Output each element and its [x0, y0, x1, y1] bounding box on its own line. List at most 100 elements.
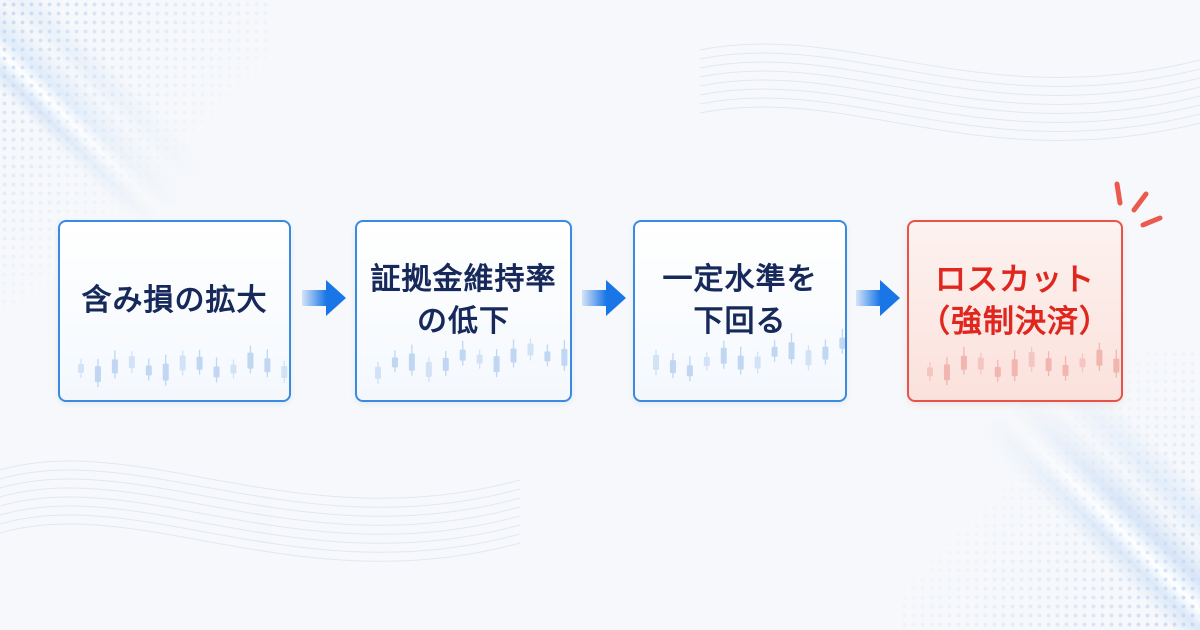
- candlestick-body: [686, 365, 693, 377]
- wave-line: [699, 61, 1200, 96]
- candlestick-body: [960, 355, 967, 370]
- candlestick: [1011, 350, 1018, 382]
- candlestick: [264, 349, 271, 378]
- candlestick-body: [788, 342, 795, 360]
- candlestick-body: [927, 367, 933, 377]
- candlestick-body: [128, 356, 135, 369]
- candlestick: [281, 360, 288, 383]
- candlestick: [247, 345, 254, 374]
- candlestick-background: [375, 338, 568, 384]
- candlestick: [927, 362, 933, 382]
- candlestick: [669, 353, 676, 379]
- candlestick-body: [1045, 358, 1052, 372]
- wave-line: [699, 88, 1200, 123]
- wave-line: [699, 52, 1200, 87]
- candlestick-body: [771, 346, 778, 357]
- wave-line: [699, 97, 1200, 132]
- candlestick: [994, 359, 1001, 382]
- candlestick-body: [839, 337, 845, 349]
- candlestick: [213, 357, 220, 383]
- candlestick-body: [196, 356, 203, 370]
- candlestick-body: [544, 351, 551, 362]
- candlestick: [653, 349, 659, 375]
- step-label: ロスカット （強制決済）: [909, 256, 1121, 346]
- candlestick: [94, 359, 101, 388]
- candlestick-body: [822, 346, 829, 360]
- candlestick-body: [179, 355, 186, 371]
- candlestick: [510, 339, 517, 368]
- candlestick-body: [408, 353, 415, 371]
- candlestick: [822, 339, 829, 365]
- candlestick-body: [1113, 358, 1120, 373]
- wave-line: [699, 70, 1200, 105]
- candlestick-body: [391, 357, 398, 368]
- arrow-right-icon: [856, 280, 900, 316]
- candlestick-body: [375, 366, 381, 379]
- candlestick-body: [1079, 358, 1086, 368]
- candlestick-body: [994, 366, 1001, 377]
- candlestick: [493, 349, 500, 378]
- candlestick-body: [213, 366, 220, 378]
- candlestick: [442, 350, 449, 376]
- candlestick: [1079, 353, 1086, 373]
- candlestick: [686, 356, 693, 382]
- candlestick-body: [162, 363, 169, 381]
- candlestick: [788, 333, 795, 365]
- candlestick-background: [78, 345, 288, 388]
- candlestick-body: [977, 357, 984, 370]
- candlestick-body: [111, 359, 118, 374]
- wave-line: [0, 505, 521, 544]
- candlestick: [977, 352, 984, 375]
- step-box-3: 一定水準を 下回る: [633, 220, 847, 402]
- candlestick: [544, 344, 551, 367]
- candlestick: [1045, 351, 1052, 377]
- candlestick-body: [653, 354, 659, 370]
- wave-line: [0, 460, 521, 499]
- candlestick: [1028, 347, 1035, 373]
- candlestick: [78, 358, 84, 378]
- arrow-right-icon: [582, 280, 626, 316]
- candlestick-body: [527, 343, 534, 356]
- alert-burst-icon: [1114, 181, 1163, 228]
- candlestick-body: [145, 365, 152, 376]
- candlestick: [196, 349, 203, 375]
- step-box-4-losscut: ロスカット （強制決済）: [907, 220, 1123, 402]
- wave-line: [699, 79, 1200, 114]
- candlestick-body: [1011, 359, 1018, 377]
- candlestick: [476, 349, 483, 369]
- candlestick: [561, 339, 568, 371]
- candlestick-body: [442, 357, 449, 371]
- wave-line: [0, 514, 521, 553]
- candlestick: [145, 358, 152, 381]
- candlestick-body: [94, 366, 101, 383]
- candlestick-body: [510, 348, 517, 363]
- candlestick-body: [703, 356, 710, 366]
- candlestick: [1096, 342, 1103, 371]
- wave-line: [699, 106, 1200, 141]
- candlestick: [703, 351, 710, 371]
- candlestick-body: [720, 347, 727, 364]
- candlestick: [771, 339, 778, 362]
- step-box-2: 証拠金維持率 の低下: [355, 220, 572, 402]
- arrow-right-icon: [302, 280, 346, 316]
- candlestick-body: [247, 352, 254, 369]
- candlestick: [1062, 355, 1069, 381]
- step-label-line: 下回る: [693, 304, 787, 339]
- candlestick-body: [1096, 349, 1103, 366]
- candlestick: [754, 351, 761, 374]
- candlestick: [805, 345, 812, 371]
- candlestick: [839, 328, 845, 354]
- candlestick-body: [459, 349, 466, 361]
- candlestick: [375, 361, 381, 384]
- wave-line: [0, 523, 521, 562]
- step-label: 含み損の拡大: [60, 256, 289, 346]
- candlestick: [737, 346, 744, 375]
- step-label-line: 一定水準を: [662, 262, 818, 297]
- candlestick-body: [230, 364, 237, 374]
- wave-line: [699, 43, 1200, 78]
- step-label: 証拠金維持率 の低下: [357, 256, 570, 346]
- candlestick-background: [927, 342, 1120, 386]
- wave-line: [0, 478, 521, 517]
- candlestick: [111, 350, 118, 379]
